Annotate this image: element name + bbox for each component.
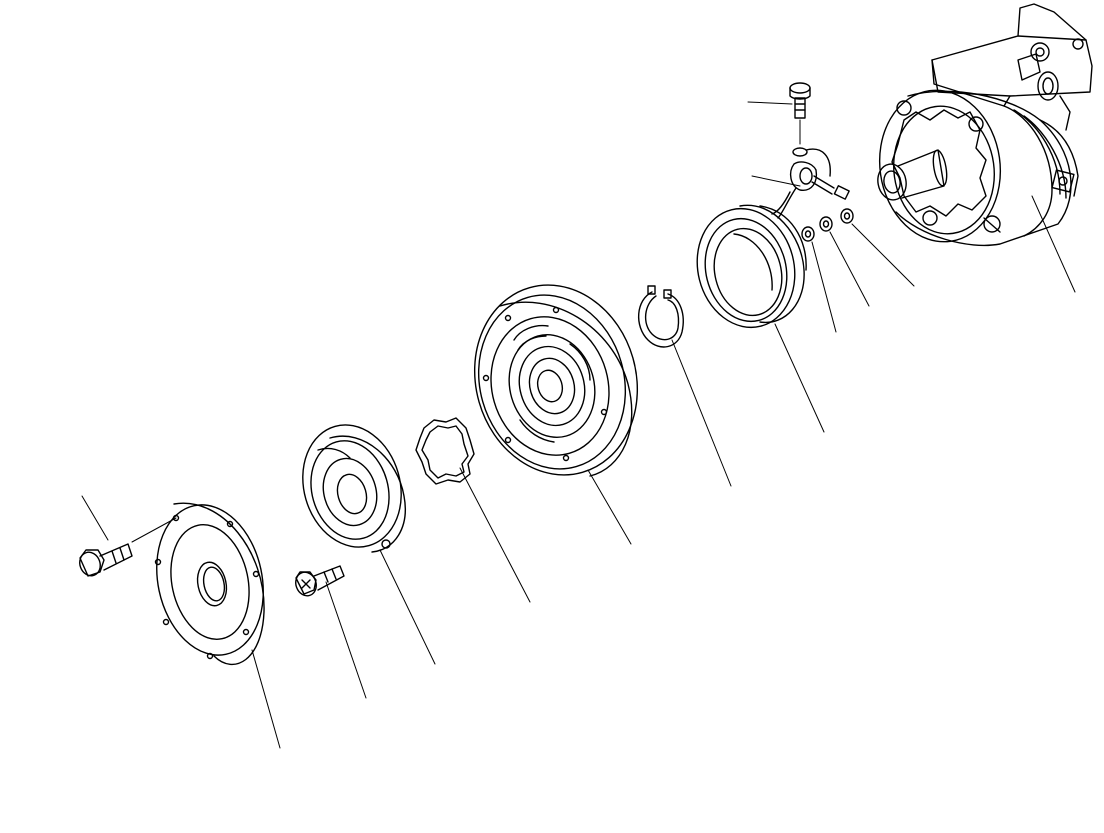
leader-line-washer-b bbox=[829, 231, 870, 307]
leader-line-center-bolt bbox=[325, 581, 367, 699]
leader-line-armature bbox=[379, 549, 436, 665]
leader-lines bbox=[81, 101, 1076, 749]
leader-line-cover-bolt bbox=[81, 495, 109, 541]
armature-plate bbox=[302, 424, 406, 553]
leader-line-field-coil bbox=[774, 323, 825, 433]
front-cover bbox=[154, 502, 265, 666]
cover-bolt bbox=[79, 543, 133, 577]
field-coil bbox=[696, 204, 807, 329]
leader-line-snap-ring bbox=[671, 339, 732, 487]
washers bbox=[801, 208, 854, 242]
leader-line-front-cover bbox=[251, 649, 281, 749]
coil-mounting-screw bbox=[789, 82, 811, 145]
leader-line-washer-c bbox=[851, 223, 915, 287]
bolt-axis-line bbox=[131, 517, 177, 543]
leader-line-shim bbox=[459, 467, 531, 603]
center-bolt bbox=[295, 565, 345, 597]
snap-ring bbox=[638, 285, 684, 348]
leader-line-screw bbox=[747, 101, 793, 105]
compressor bbox=[877, 3, 1093, 247]
shim bbox=[415, 417, 475, 485]
leader-line-clamp bbox=[751, 175, 801, 187]
leader-line-pulley bbox=[587, 469, 632, 545]
washer-a bbox=[801, 226, 815, 242]
washer-c bbox=[840, 208, 854, 224]
leader-line-compressor bbox=[1031, 195, 1076, 293]
leader-line-washer-a bbox=[811, 241, 837, 333]
washer-b bbox=[819, 216, 833, 232]
pulley bbox=[473, 284, 639, 477]
